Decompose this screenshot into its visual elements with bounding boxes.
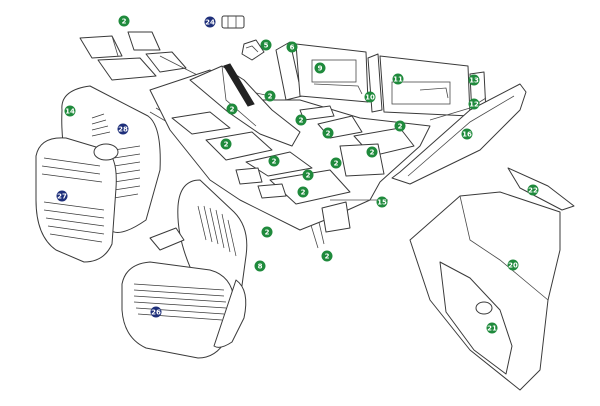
callout-20: 20 (507, 259, 519, 271)
rear-quarter-panel (391, 83, 527, 185)
svg-text:2: 2 (301, 189, 306, 197)
callout-6: 6 (286, 41, 298, 53)
callout-5: 5 (260, 39, 272, 51)
svg-text:21: 21 (487, 325, 497, 333)
svg-text:24: 24 (205, 19, 215, 27)
svg-text:10: 10 (365, 94, 375, 102)
svg-text:14: 14 (65, 108, 75, 116)
callout-2a: 2 (118, 15, 130, 27)
svg-text:2: 2 (398, 123, 403, 131)
svg-text:9: 9 (318, 65, 323, 73)
callout-8: 8 (254, 260, 266, 272)
svg-text:11: 11 (393, 76, 403, 84)
svg-text:6: 6 (290, 44, 295, 52)
svg-text:15: 15 (377, 199, 387, 207)
main-floor-carpet (149, 65, 431, 233)
callout-2j: 2 (330, 157, 342, 169)
callout-16: 16 (461, 128, 473, 140)
seat-belt-part (223, 63, 255, 107)
svg-text:8: 8 (258, 263, 263, 271)
callout-2l: 2 (297, 186, 309, 198)
callout-10: 10 (364, 91, 376, 103)
callout-24: 24 (204, 16, 216, 28)
callout-9: 9 (314, 62, 326, 74)
svg-text:27: 27 (57, 193, 67, 201)
door-panels (275, 41, 487, 121)
svg-text:5: 5 (264, 42, 269, 50)
callout-14: 14 (64, 105, 76, 117)
svg-text:2: 2 (230, 106, 235, 114)
front-cushion-pleats (133, 283, 227, 321)
callout-27: 27 (56, 190, 68, 202)
callout-15: 15 (376, 196, 388, 208)
svg-text:2: 2 (268, 93, 273, 101)
svg-text:2: 2 (122, 18, 127, 26)
front-backrest-pleats (197, 205, 237, 257)
svg-text:2: 2 (325, 253, 330, 261)
svg-text:12: 12 (469, 101, 479, 109)
trim-clip (221, 15, 245, 29)
svg-text:13: 13 (469, 77, 479, 85)
callout-2h: 2 (366, 146, 378, 158)
callout-2k: 2 (302, 169, 314, 181)
svg-text:16: 16 (462, 131, 472, 139)
callout-2c: 2 (264, 90, 276, 102)
svg-text:2: 2 (334, 160, 339, 168)
svg-text:2: 2 (306, 172, 311, 180)
kick-panel (241, 39, 265, 61)
callout-2f: 2 (220, 138, 232, 150)
svg-text:22: 22 (528, 187, 538, 195)
callout-26: 26 (150, 306, 162, 318)
callout-2i: 2 (268, 155, 280, 167)
callout-12: 12 (468, 98, 480, 110)
svg-text:28: 28 (118, 126, 128, 134)
rear-backrest-pleats (91, 113, 141, 199)
callout-2g: 2 (322, 127, 334, 139)
svg-text:2: 2 (272, 158, 277, 166)
callout-2n: 2 (321, 250, 333, 262)
svg-text:26: 26 (151, 309, 161, 317)
svg-text:2: 2 (299, 117, 304, 125)
front-floor-mats (79, 31, 187, 81)
rear-cushion-pleats (41, 157, 105, 243)
callout-2m: 2 (261, 226, 273, 238)
front-seat (121, 179, 248, 359)
trunk-liner (409, 167, 575, 391)
callout-2b: 2 (226, 103, 238, 115)
svg-text:2: 2 (265, 229, 270, 237)
svg-text:2: 2 (370, 149, 375, 157)
callout-2d: 2 (295, 114, 307, 126)
svg-text:20: 20 (508, 262, 518, 270)
svg-text:2: 2 (326, 130, 331, 138)
callout-11: 11 (392, 73, 404, 85)
callout-28: 28 (117, 123, 129, 135)
callout-2e: 2 (394, 120, 406, 132)
callout-21: 21 (486, 322, 498, 334)
callout-22: 22 (527, 184, 539, 196)
svg-text:2: 2 (224, 141, 229, 149)
rear-seat (35, 85, 161, 263)
callout-13: 13 (468, 74, 480, 86)
